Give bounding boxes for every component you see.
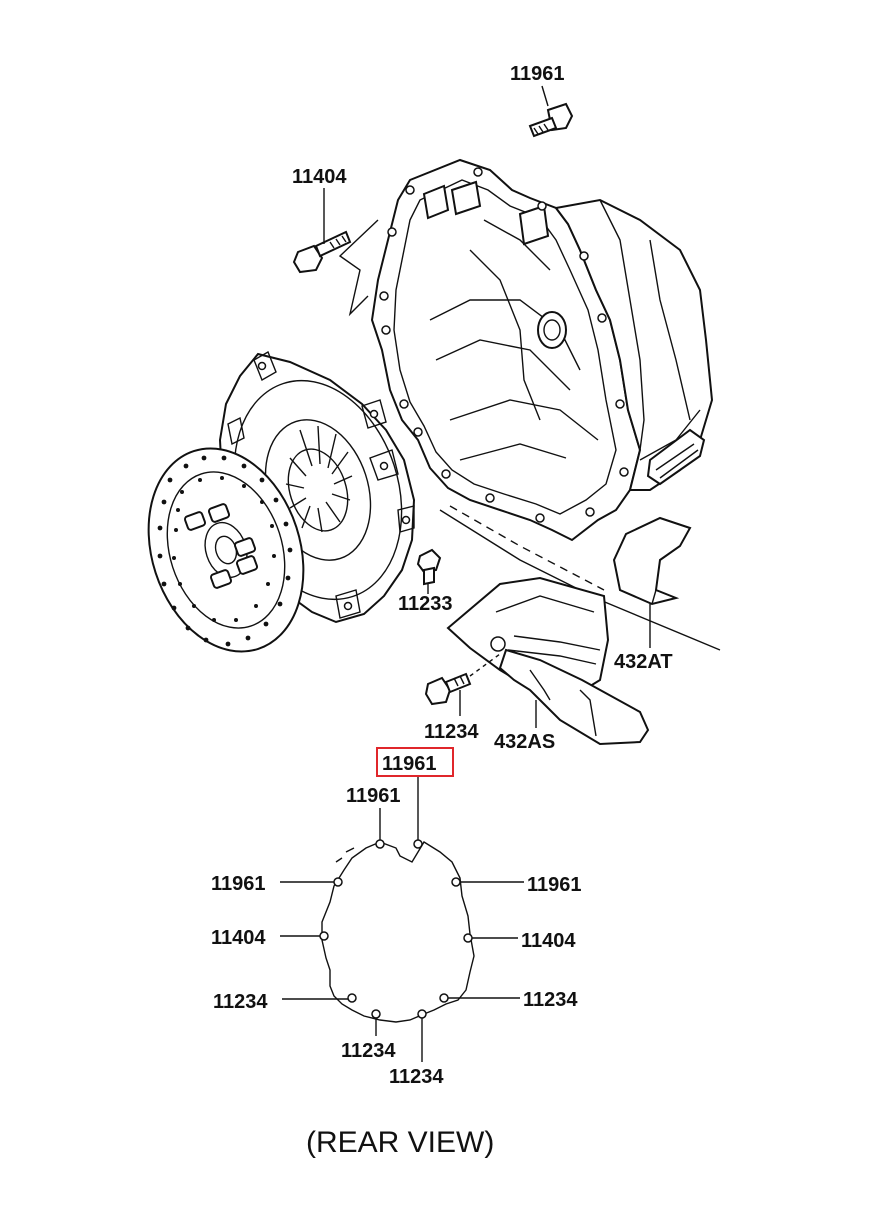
dowel-drawing (416, 548, 442, 586)
label-11234-rear-bottom-2[interactable]: 11234 (389, 1066, 444, 1088)
label-11961-highlighted[interactable]: 11961 (382, 753, 437, 775)
label-11961-rear-top[interactable]: 11961 (346, 785, 401, 807)
label-11961-rear-left[interactable]: 11961 (211, 873, 266, 895)
label-11234-rear-right[interactable]: 11234 (523, 989, 578, 1011)
label-11234-rear-left[interactable]: 11234 (213, 991, 268, 1013)
label-11961-top[interactable]: 11961 (510, 63, 565, 85)
rear-view-leaders (280, 776, 524, 1062)
label-11234-rear-bottom-1[interactable]: 11234 (341, 1040, 396, 1062)
label-11234-cover-bolt[interactable]: 11234 (424, 721, 479, 743)
label-11961-rear-right[interactable]: 11961 (527, 874, 582, 896)
clutch-disc-drawing (147, 447, 305, 653)
cover-432at-drawing (612, 516, 692, 606)
cover-432as-drawing (498, 648, 650, 746)
dust-cover-panel-drawing (439, 505, 721, 698)
label-11233-dowel[interactable]: 11233 (398, 593, 453, 615)
rear-view-caption: (REAR VIEW) (306, 1126, 494, 1159)
label-11404-rear-left[interactable]: 11404 (211, 927, 266, 949)
top-bolt-drawing (528, 102, 574, 138)
housing-bolt-drawing (292, 230, 352, 274)
label-432at-cover[interactable]: 432AT (614, 651, 673, 673)
rear-view-outline-drawing (319, 839, 475, 1023)
label-11404-rear-right[interactable]: 11404 (521, 930, 576, 952)
label-11404-housing[interactable]: 11404 (292, 166, 347, 188)
transmission-housing-drawing (370, 158, 714, 542)
label-432as-cover[interactable]: 432AS (494, 731, 555, 753)
highlight-box (376, 747, 454, 777)
cover-bolt-drawing (424, 653, 501, 706)
